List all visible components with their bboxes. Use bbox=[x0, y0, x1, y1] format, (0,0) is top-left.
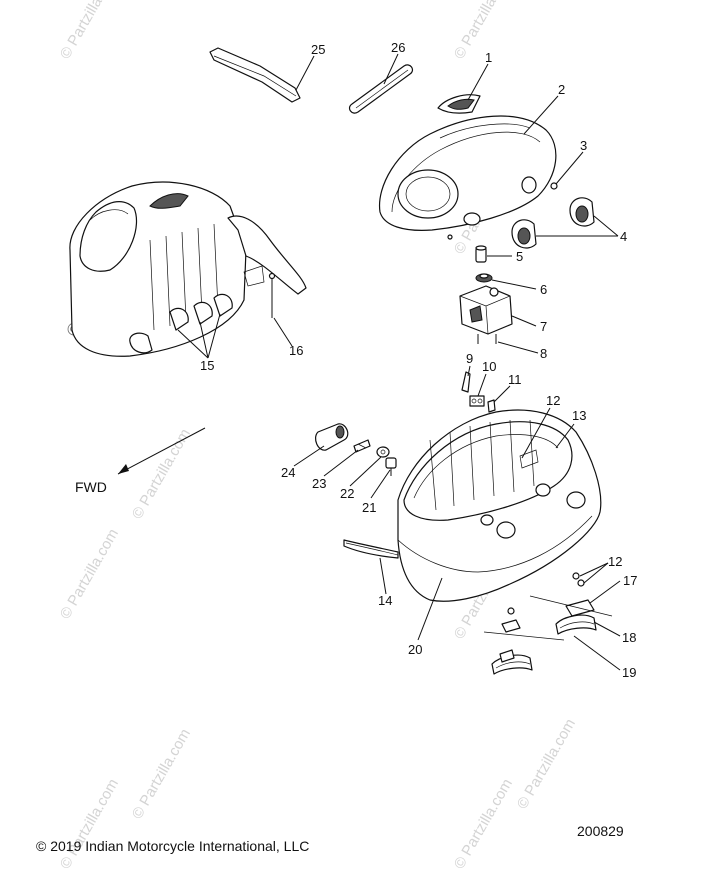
leader-19 bbox=[573, 635, 621, 671]
leader-15a bbox=[177, 329, 209, 359]
callout-12-bottom: 12 bbox=[608, 554, 622, 569]
callout-8: 8 bbox=[540, 346, 547, 361]
copyright-text: © 2019 Indian Motorcycle International, … bbox=[36, 838, 310, 854]
watermark: © Partzilla.com bbox=[451, 776, 516, 872]
callout-18: 18 bbox=[622, 630, 636, 645]
leader-21 bbox=[370, 469, 391, 499]
callout-12-top: 12 bbox=[546, 393, 560, 408]
callout-10: 10 bbox=[482, 359, 496, 374]
part-9-11-hinge-hardware bbox=[461, 371, 496, 413]
callout-6: 6 bbox=[540, 282, 547, 297]
callout-21: 21 bbox=[362, 500, 376, 515]
callout-17: 17 bbox=[623, 573, 637, 588]
part-5-spacer bbox=[475, 245, 487, 263]
watermark: © Partzilla.com bbox=[57, 776, 122, 872]
leader-8 bbox=[497, 341, 539, 354]
part-14-trim bbox=[343, 539, 399, 559]
callout-1: 1 bbox=[485, 50, 492, 65]
watermark: © Partzilla.com bbox=[57, 0, 122, 62]
callout-5: 5 bbox=[516, 249, 523, 264]
part-12-screws bbox=[507, 572, 585, 615]
callout-9: 9 bbox=[466, 351, 473, 366]
leader-12b-2 bbox=[583, 562, 609, 584]
callout-11: 11 bbox=[508, 372, 522, 387]
callout-7: 7 bbox=[540, 319, 547, 334]
leader-26 bbox=[383, 53, 399, 85]
part-20-saddlebag-body bbox=[397, 409, 602, 602]
callout-labels: 1 2 3 4 5 6 7 8 9 10 11 12 12 13 14 15 1… bbox=[200, 40, 637, 680]
fwd-label: FWD bbox=[75, 479, 107, 495]
part-23-stud bbox=[353, 439, 371, 453]
part-4-latch-knobs bbox=[511, 197, 595, 249]
leader-15c bbox=[207, 313, 221, 359]
leader-13 bbox=[555, 423, 575, 449]
part-7-latch bbox=[459, 285, 513, 335]
callout-20: 20 bbox=[408, 642, 422, 657]
callout-22: 22 bbox=[340, 486, 354, 501]
callout-4: 4 bbox=[620, 229, 627, 244]
leader-22 bbox=[349, 456, 382, 487]
leader-14 bbox=[379, 557, 387, 595]
watermark: © Partzilla.com bbox=[129, 426, 194, 522]
callout-16: 16 bbox=[289, 343, 303, 358]
leader-23 bbox=[323, 449, 359, 477]
leader-24 bbox=[293, 445, 325, 467]
part-6-ring bbox=[475, 273, 493, 283]
leader-lines bbox=[177, 53, 621, 671]
callout-26: 26 bbox=[391, 40, 405, 55]
leader-7 bbox=[511, 315, 537, 327]
part-21-bolt bbox=[385, 457, 397, 476]
part-17-bracket-plate bbox=[529, 595, 613, 617]
callout-19: 19 bbox=[622, 665, 636, 680]
watermark: © Partzilla.com bbox=[514, 716, 579, 812]
leader-15b bbox=[199, 321, 209, 359]
leader-12b-1 bbox=[579, 562, 609, 577]
watermark: © Partzilla.com bbox=[451, 0, 516, 62]
part-25-trim-strip bbox=[209, 47, 301, 103]
part-22-washer bbox=[376, 446, 390, 458]
leader-2 bbox=[523, 95, 559, 135]
watermark: © Partzilla.com bbox=[129, 726, 194, 822]
leader-10 bbox=[477, 373, 487, 397]
part-3-screw bbox=[447, 182, 558, 240]
callout-3: 3 bbox=[580, 138, 587, 153]
diagram-number: 200829 bbox=[577, 823, 624, 839]
callout-24: 24 bbox=[281, 465, 295, 480]
part-19-bracket bbox=[491, 649, 533, 675]
leader-16 bbox=[273, 317, 293, 347]
leader-6 bbox=[491, 279, 537, 290]
part-26-seal bbox=[348, 64, 414, 114]
part-8-pins bbox=[477, 334, 497, 344]
watermark: © Partzilla.com bbox=[57, 526, 122, 622]
part-24-grommet bbox=[314, 423, 349, 451]
leader-4b bbox=[593, 215, 619, 237]
callout-15: 15 bbox=[200, 358, 214, 373]
leader-17 bbox=[589, 580, 621, 604]
leader-12a bbox=[521, 407, 551, 459]
callout-13: 13 bbox=[572, 408, 586, 423]
part-2-lid bbox=[378, 115, 557, 231]
leader-3 bbox=[555, 151, 584, 185]
leader-1 bbox=[467, 63, 489, 101]
leader-9 bbox=[467, 365, 471, 377]
callout-25: 25 bbox=[311, 42, 325, 57]
leader-20 bbox=[417, 577, 443, 641]
leader-18 bbox=[593, 621, 621, 637]
part-1-emblem bbox=[437, 94, 481, 114]
part-18-bracket bbox=[483, 614, 597, 641]
part-15-saddlebag-assembly bbox=[69, 181, 307, 357]
leader-11 bbox=[493, 385, 511, 403]
callout-2: 2 bbox=[558, 82, 565, 97]
callout-14: 14 bbox=[378, 593, 392, 608]
leader-25 bbox=[295, 55, 315, 91]
fwd-arrow bbox=[117, 427, 206, 475]
callout-23: 23 bbox=[312, 476, 326, 491]
part-16-strap bbox=[268, 272, 276, 318]
